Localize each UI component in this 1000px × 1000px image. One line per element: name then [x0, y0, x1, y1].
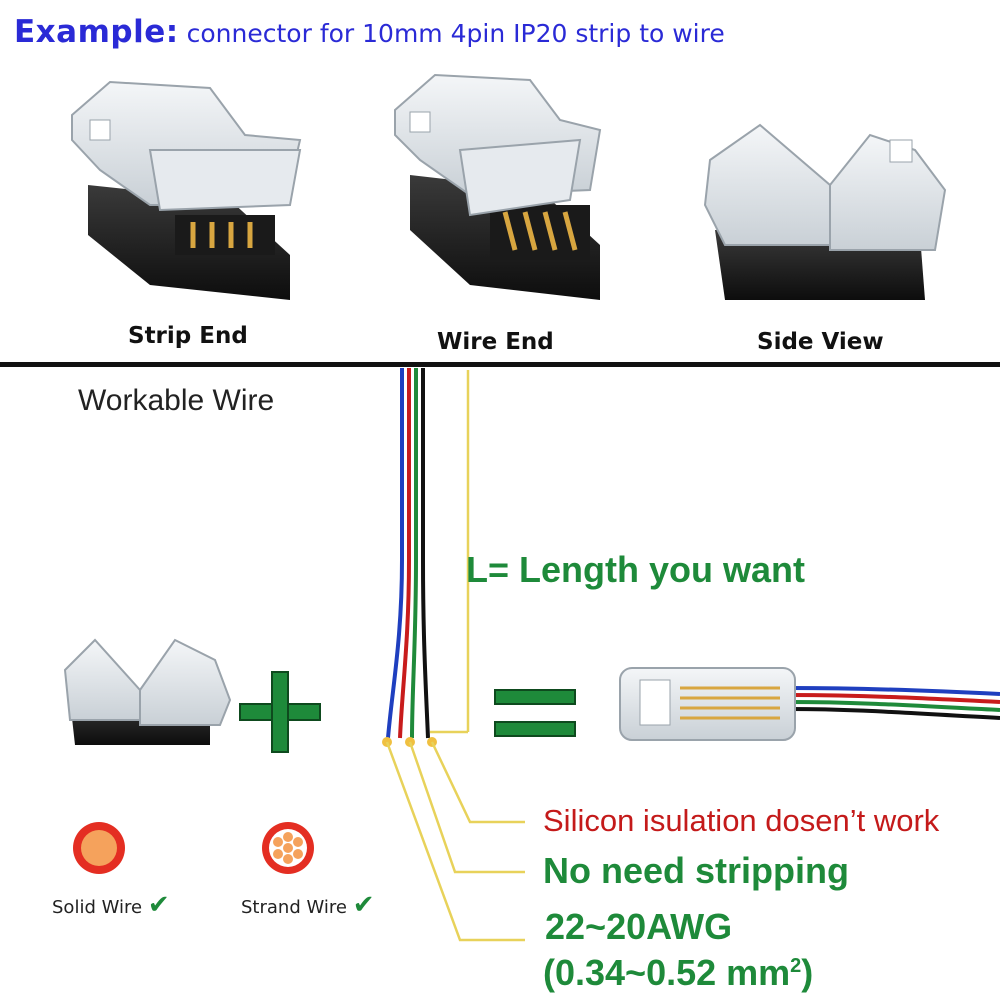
mm2-text: (0.34~0.52 mm	[543, 952, 791, 993]
section-divider	[0, 362, 1000, 367]
label-wire-end: Wire End	[437, 329, 554, 355]
strand-wire-text: Strand Wire	[241, 897, 347, 918]
connector-side-view	[703, 123, 947, 300]
plus-icon	[239, 671, 321, 753]
solid-wire-label: Solid Wire ✔	[52, 890, 170, 920]
strand-wire-icon	[262, 822, 314, 874]
connector-assembled	[619, 667, 1000, 741]
mm2-superscript: 2	[790, 955, 802, 977]
page-title: Example:connector for 10mm 4pin IP20 str…	[14, 14, 725, 50]
label-strip-end: Strip End	[128, 323, 248, 349]
leader-lines	[385, 741, 525, 942]
solid-wire-text: Solid Wire	[52, 897, 143, 918]
wire-end-dots	[382, 737, 437, 747]
connector-open-small	[63, 638, 232, 745]
strand-wire-label: Strand Wire ✔	[241, 890, 374, 920]
connector-wire-end	[394, 73, 602, 300]
workable-wire-heading: Workable Wire	[78, 384, 275, 417]
awg-note: 22~20AWG	[545, 906, 733, 947]
length-bracket	[430, 370, 470, 734]
stripping-note: No need stripping	[543, 850, 849, 891]
label-side-view: Side View	[757, 329, 884, 355]
connector-strip-end	[71, 80, 302, 300]
check-icon: ✔	[352, 890, 375, 920]
solid-wire-icon	[73, 822, 125, 874]
equals-icon	[494, 689, 576, 737]
title-example: Example:	[14, 14, 179, 50]
mm2-close: )	[801, 952, 814, 993]
check-icon: ✔	[147, 890, 170, 920]
wire-bundle-vertical	[386, 368, 430, 739]
silicon-note: Silicon isulation dosen’t work	[543, 803, 940, 838]
mm2-note: (0.34~0.52 mm2)	[543, 952, 813, 994]
length-note: L= Length you want	[466, 549, 805, 590]
title-description: connector for 10mm 4pin IP20 strip to wi…	[186, 19, 725, 48]
